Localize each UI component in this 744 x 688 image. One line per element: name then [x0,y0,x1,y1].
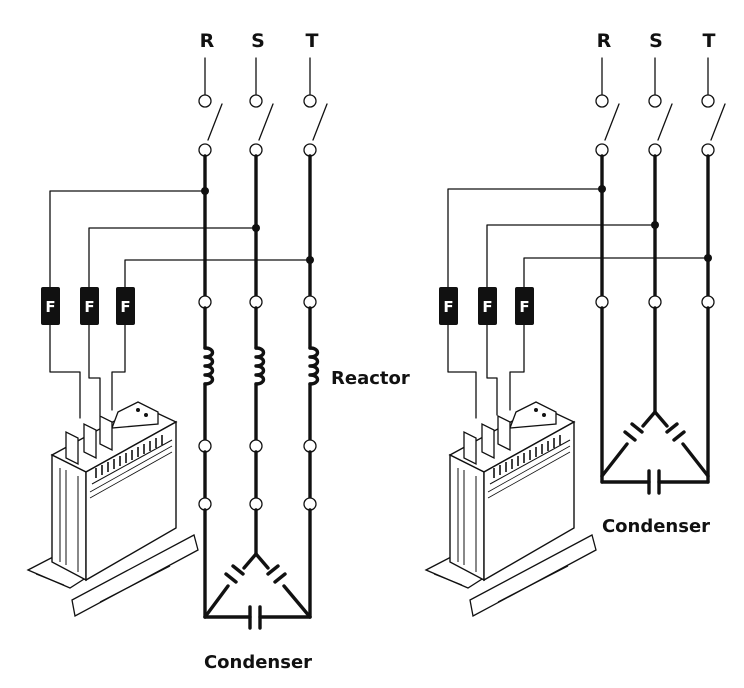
left-phase-r-label: R [200,30,215,52]
left-relay-device [26,401,199,617]
left-line-s [249,57,274,556]
left-phase-t-label: T [306,30,319,52]
right-fuse-1: F [439,287,458,325]
left-condenser-label: Condenser [204,652,312,673]
reactor-label: Reactor [331,368,410,389]
left-fuse-3: F [116,287,135,325]
svg-text:F: F [84,298,94,316]
left-line-t [303,57,328,619]
left-condenser-delta [203,552,312,630]
right-line-t [701,57,726,484]
right-line-s [648,57,673,414]
right-fuse-2: F [478,287,497,325]
right-phase-s-label: S [649,30,663,52]
right-condenser-delta [600,410,710,495]
right-condenser-label: Condenser [602,516,710,537]
left-fuse-2: F [80,287,99,325]
svg-text:F: F [45,298,55,316]
right-phase-t-label: T [703,30,716,52]
left-tap-wires [49,190,311,419]
svg-text:F: F [443,298,453,316]
right-tap-wires [447,188,709,419]
left-phase-s-label: S [251,30,265,52]
svg-text:F: F [482,298,492,316]
right-line-r [595,57,620,484]
svg-text:F: F [519,298,529,316]
left-circuit: R S T [26,30,410,673]
right-relay-device [424,401,597,617]
right-circuit: R S T [424,30,726,617]
svg-text:F: F [120,298,130,316]
left-fuse-1: F [41,287,60,325]
right-phase-r-label: R [597,30,612,52]
left-line-r [198,57,223,619]
right-fuse-3: F [515,287,534,325]
